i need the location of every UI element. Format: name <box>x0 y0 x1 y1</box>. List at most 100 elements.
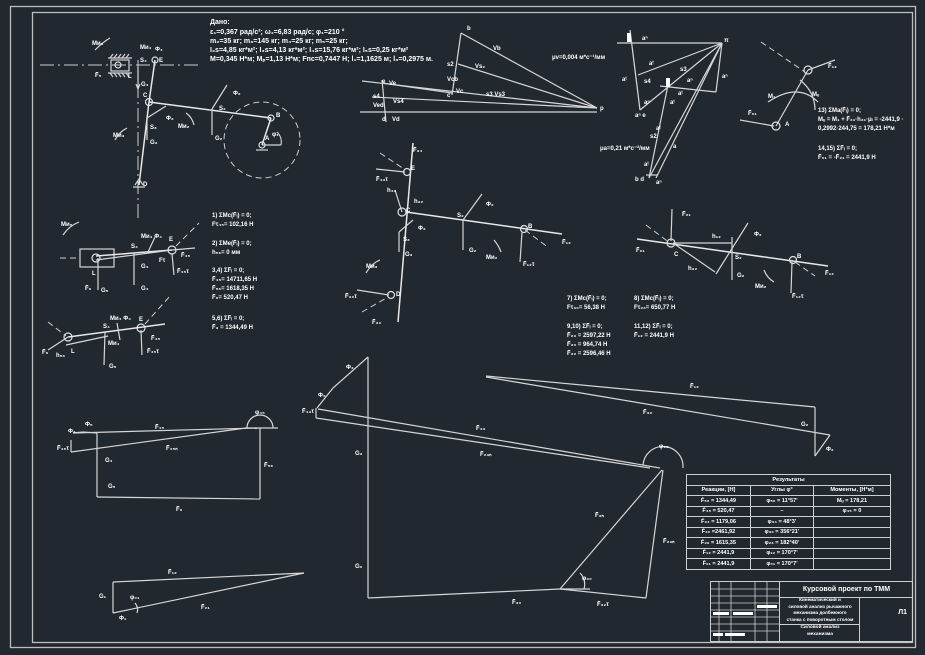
svg-text:Fτ₃₀= 56,38 Н: Fτ₃₀= 56,38 Н <box>567 305 605 311</box>
svg-text:3,4) ΣF̄ᵢ = 0;: 3,4) ΣF̄ᵢ = 0; <box>212 267 244 274</box>
svg-text:F̄₁₂τ: F̄₁₂τ <box>523 261 535 268</box>
svg-text:F̄₄₅τ: F̄₄₅τ <box>177 268 189 275</box>
svg-text:7) ΣMc(F̄ᵢ) = 0;: 7) ΣMc(F̄ᵢ) = 0; <box>567 295 607 302</box>
acceleration-scale: μa=0,21 м*с⁻²/мм <box>600 145 650 152</box>
svg-text:S₄: S₄ <box>131 244 138 250</box>
svg-text:S₂: S₂ <box>735 255 742 261</box>
force-polygon-45: Φ₅ Φ₄ F̄₄₅τ F̄₄₅ F̄₄₅ₙ G₄ G₅ F̄₆ F̄₅₆ φ₄… <box>57 410 278 513</box>
svg-text:A: A <box>785 122 790 128</box>
svg-text:Fτ₄₅= 102,16 Н: Fτ₄₅= 102,16 Н <box>212 222 253 228</box>
svg-text:S₃: S₃ <box>150 125 157 131</box>
given-line: I₂s=4,85 кг*м²; I₃s=4,13 кг*м²; I₄s=15,7… <box>210 47 409 54</box>
svg-text:aᵗ: aᵗ <box>670 99 675 106</box>
svg-text:F̄₃₂: F̄₃₂ <box>643 409 652 416</box>
crank-AB <box>261 117 272 146</box>
svg-text:Mи₂: Mи₂ <box>486 255 498 261</box>
svg-text:E: E <box>411 166 415 172</box>
svg-text:F̄₄₃τ: F̄₄₃τ <box>302 408 314 415</box>
svg-text:s2: s2 <box>650 134 657 140</box>
svg-text:aᵗ: aᵗ <box>656 125 661 132</box>
svg-text:Φ₁: Φ₁ <box>119 616 127 622</box>
svg-text:G₅: G₅ <box>101 288 109 294</box>
results-table: Результаты Реакции, [Н] Углы φ° Моменты,… <box>686 474 892 570</box>
svg-text:F̄₅₆= 1618,35 Н: F̄₅₆= 1618,35 Н <box>212 285 254 292</box>
svg-text:Φ₂: Φ₂ <box>233 91 241 97</box>
svg-text:e: e <box>382 79 386 85</box>
svg-text:F̄₁₂: F̄₁₂ <box>168 569 177 576</box>
label-F5: F̄₅ <box>95 72 102 79</box>
joint-L <box>114 61 122 69</box>
svg-text:d: d <box>382 117 386 123</box>
svg-text:G₂: G₂ <box>801 422 809 428</box>
crank-circle <box>223 101 301 179</box>
svg-text:D: D <box>396 292 401 298</box>
svg-text:B: B <box>528 224 533 230</box>
svg-text:F̄₄₃: F̄₄₃ <box>476 425 486 432</box>
svg-text:E: E <box>169 237 173 243</box>
svg-text:Vc: Vc <box>456 89 464 95</box>
svg-text:π: π <box>724 38 729 44</box>
svg-text:G₁: G₁ <box>99 594 107 600</box>
svg-text:9,10) ΣF̄ᵢ = 0;: 9,10) ΣF̄ᵢ = 0; <box>567 323 603 330</box>
stamp-grid <box>711 582 779 641</box>
acceleration-plan: aⁿ π aᵗ s3 aᵗ s4 aⁿ aⁿ aᵗ aⁿ aᵗ aⁿ e aᵗ … <box>600 29 729 186</box>
svg-text:S₄: S₄ <box>103 324 110 330</box>
project-title: Курсовой проект по ТММ <box>779 582 913 598</box>
svg-text:C: C <box>406 208 411 214</box>
svg-text:F̄₄₃τ: F̄₄₃τ <box>376 176 388 183</box>
svg-text:F̄₃₂ = 2596,46 Н: F̄₃₂ = 2596,46 Н <box>567 350 611 357</box>
svg-text:C: C <box>143 93 148 99</box>
svg-text:F̄₂₃ₙ: F̄₂₃ₙ <box>663 538 675 545</box>
svg-text:Φ₃: Φ₃ <box>346 365 354 371</box>
table-row: F̄₄₅ = 520,47–φ₄₅ = 0 <box>686 505 892 517</box>
stamp-right-section: Л1 <box>859 597 913 641</box>
svg-text:G₄: G₄ <box>141 264 149 270</box>
svg-text:aᵗ: aᵗ <box>678 90 683 97</box>
guide-hatching <box>109 53 130 78</box>
results-header: Углы φ° <box>749 484 814 496</box>
results-title: Результаты <box>686 474 891 486</box>
svg-text:Vcb: Vcb <box>447 77 458 83</box>
svg-text:F̄₄₅τ: F̄₄₅τ <box>57 445 69 452</box>
velocity-plan: b Vb s2 Vs₂ Vcb Vc c s3 Vs3 e Ve s4 Vs4 … <box>360 26 606 123</box>
svg-text:Fτ: Fτ <box>159 258 166 264</box>
svg-text:F̄₀₁ = -F̄₂₁ = 2441,9 Н: F̄₀₁ = -F̄₂₁ = 2441,9 Н <box>818 154 876 161</box>
given-heading: Дано: <box>210 19 230 26</box>
svg-text:F̄₁₂: F̄₁₂ <box>562 239 571 246</box>
svg-text:F̄₁₂: F̄₁₂ <box>690 383 699 390</box>
svg-text:Φ₃: Φ₃ <box>418 226 426 232</box>
svg-text:F̄₆: F̄₆ <box>42 349 49 356</box>
results-header: Реакции, [Н] <box>686 484 751 496</box>
svg-text:Mи₂: Mи₂ <box>178 124 190 130</box>
svg-text:h₁₂: h₁₂ <box>712 234 721 240</box>
inner-frame <box>31 11 914 644</box>
svg-text:S₃: S₃ <box>403 237 410 243</box>
svg-text:h₅₆= 0 мм: h₅₆= 0 мм <box>212 250 241 256</box>
svg-text:Vd: Vd <box>392 117 400 123</box>
group-23-diagram: F̄₃₄ E F̄₄₃τ h₄₃ h₃₂ C Φ₃ S₃ G₃ S₂ Φ₂ G₂… <box>345 142 571 326</box>
svg-text:φ₁: φ₁ <box>272 132 279 138</box>
group-12-diagram: F̄₂₁ F̄₀₁ C h₁₂ h₃₂ Φ₂ S₂ G₂ B Mи₂ F̄₁₂ … <box>636 208 834 300</box>
outer-frame <box>9 5 917 649</box>
svg-text:aⁿ: aⁿ <box>722 73 728 80</box>
svg-text:F̄₆= 520,47 Н: F̄₆= 520,47 Н <box>212 294 248 301</box>
svg-text:G₃: G₃ <box>355 451 363 457</box>
svg-text:B: B <box>276 113 281 119</box>
svg-text:G₅: G₅ <box>109 364 117 370</box>
group-45-diagram: Mи₅ S₄ Mи₄ Φ₄ E F̄₄₅ Fτ G₄ F̄₄₅τ L F̄₆ G… <box>42 221 200 370</box>
svg-text:F̄₂₁: F̄₂₁ <box>682 211 691 218</box>
svg-text:φ₂₃: φ₂₃ <box>659 444 669 450</box>
svg-text:b: b <box>467 26 471 32</box>
svg-text:F̄₃₂τ: F̄₃₂τ <box>597 601 609 608</box>
svg-text:C: C <box>674 252 679 258</box>
given-line: m₂=35 кг; m₃=145 кг; m₄=25 кг; m₅=25 кг; <box>210 38 348 45</box>
svg-text:h₃₂: h₃₂ <box>414 199 423 205</box>
sheet-number: Л1 <box>898 609 907 616</box>
svg-text:2) ΣMe(F̄ᵢ) = 0;: 2) ΣMe(F̄ᵢ) = 0; <box>212 240 252 247</box>
svg-text:aᵗ: aᵗ <box>649 60 654 67</box>
link-CD <box>138 101 150 186</box>
svg-text:Mи₄: Mи₄ <box>140 45 152 51</box>
svg-text:G₂: G₂ <box>215 136 223 142</box>
equations-group-3: 13) ΣMa(F̄ᵢ) = 0; Mᵤ = M₁ + F̄₂₁·h₂₁·μₗ … <box>818 107 904 161</box>
